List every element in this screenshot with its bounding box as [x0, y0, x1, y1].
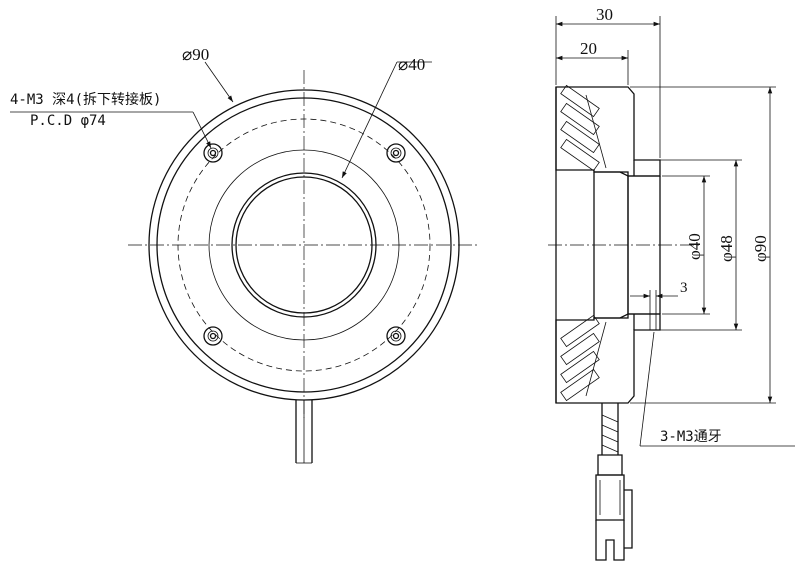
m3-thread-hole: [649, 313, 657, 331]
led-array-upper: [560, 84, 607, 172]
hole-note-line2: P.C.D φ74: [30, 113, 106, 129]
front-cable: [295, 400, 313, 464]
mounting-hole: [203, 326, 223, 346]
od40-label: ⌀40: [398, 55, 425, 74]
dim20-label: 20: [580, 39, 597, 58]
od40-leader: [341, 61, 398, 179]
hole-note-leader: [192, 111, 212, 149]
mounting-hole: [203, 143, 223, 163]
mounting-hole: [386, 326, 406, 346]
mounting-hole: [386, 143, 406, 163]
side-cable-connector: [595, 403, 633, 561]
thread-note-leader: [639, 331, 655, 447]
phi90-label: φ90: [751, 235, 770, 262]
phi40-label: φ40: [685, 233, 704, 260]
led-array-lower: [560, 314, 607, 402]
hole-note-line1: 4-M3 深4(拆下转接板): [10, 91, 161, 108]
side-view: 30 20 φ40 φ48 φ90 3 3-M3通牙: [548, 5, 795, 561]
thread-note: 3-M3通牙: [660, 429, 722, 445]
dim30-label: 30: [596, 5, 613, 24]
dim3-label: 3: [680, 280, 688, 296]
lower-section-hatched: [555, 313, 661, 404]
front-view: ⌀90 ⌀40 4-M3 深4(拆下转接板) P.C.D φ74: [10, 45, 480, 464]
od90-label: ⌀90: [182, 45, 209, 64]
phi48-label: φ48: [717, 235, 736, 262]
od90-leader: [204, 61, 234, 103]
upper-section-hatched: [555, 86, 661, 177]
